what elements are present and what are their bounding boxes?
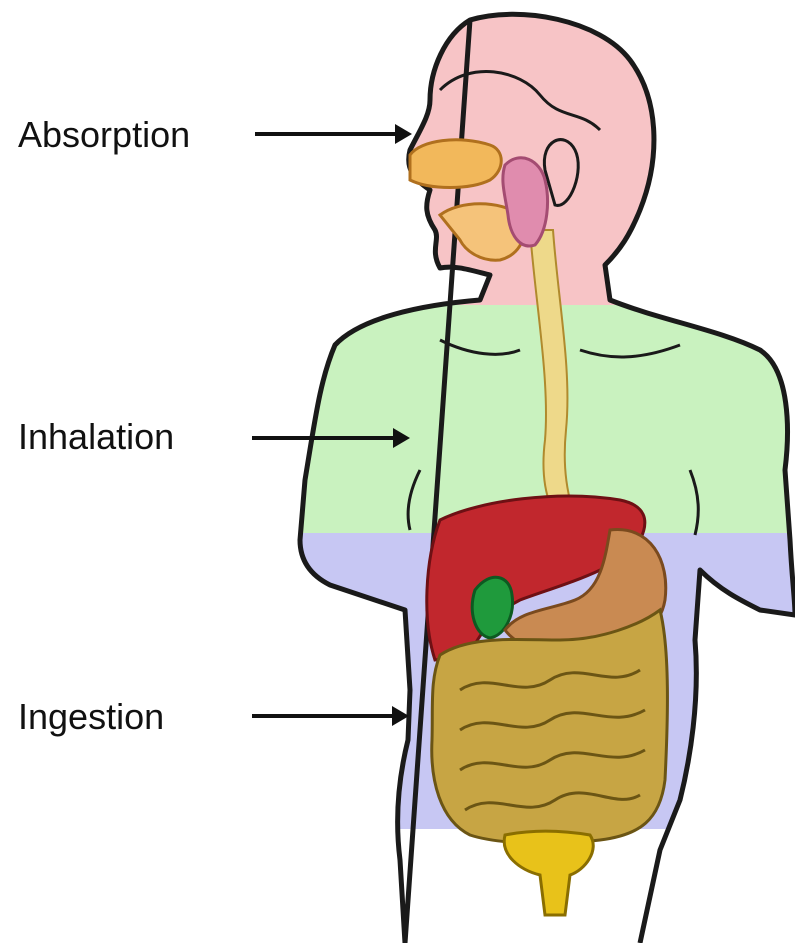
- label-inhalation: Inhalation: [18, 416, 174, 458]
- label-absorption: Absorption: [18, 114, 190, 156]
- arrowhead-absorption: [395, 124, 412, 144]
- nasal-cavity: [410, 140, 501, 188]
- label-ingestion: Ingestion: [18, 696, 164, 738]
